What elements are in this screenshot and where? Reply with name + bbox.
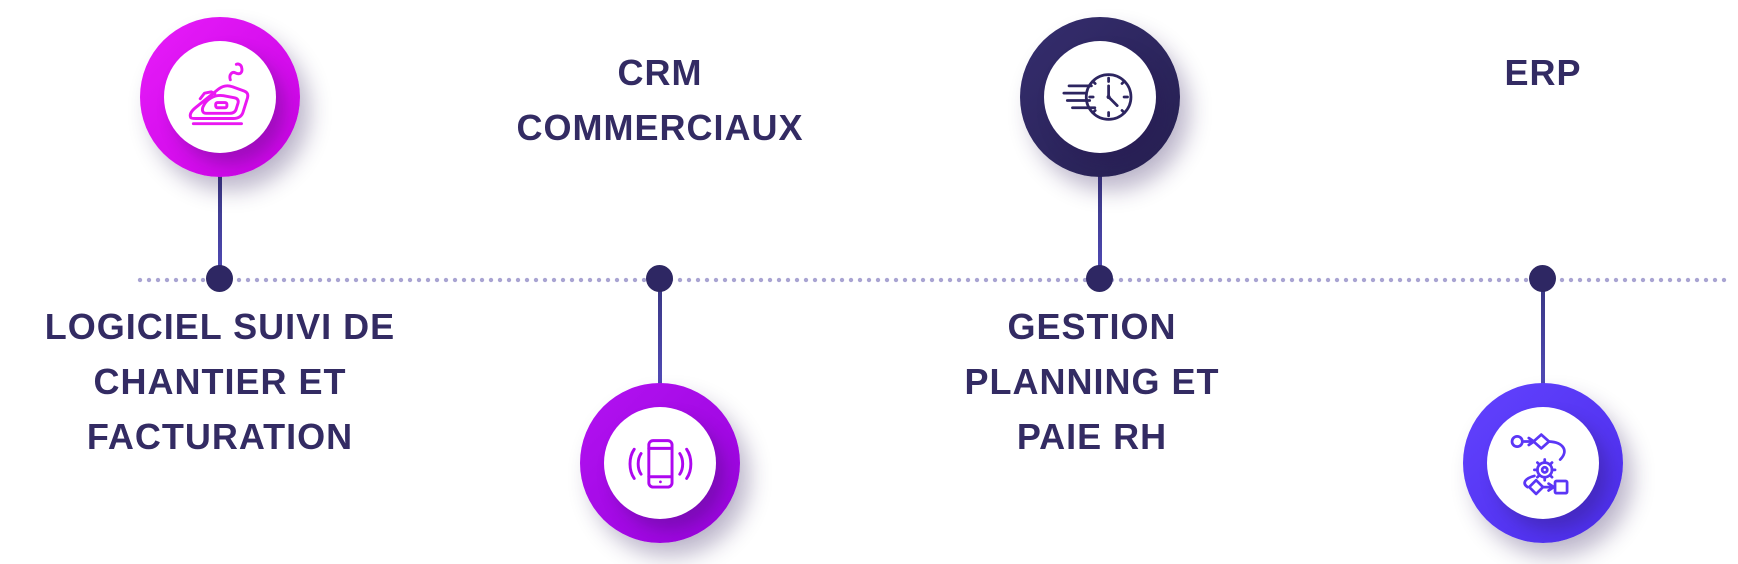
vibrating-phone-icon — [628, 439, 693, 489]
connector-line — [658, 279, 662, 387]
timeline-node-dot — [646, 265, 673, 292]
connector-line — [1541, 279, 1545, 387]
category-badge-crm — [580, 383, 740, 543]
category-label-erp: ERP — [1504, 52, 1582, 93]
category-badge-planning — [1020, 17, 1180, 177]
iron-icon — [188, 62, 250, 126]
category-badge-suivi-chantier — [140, 17, 300, 177]
timeline-dotted-line — [137, 277, 1727, 283]
fast-clock-icon — [1062, 73, 1133, 121]
category-label-planning: GESTION PLANNING ET PAIE RH — [964, 306, 1220, 457]
timeline-node-dot — [1529, 265, 1556, 292]
connector-line — [218, 172, 222, 280]
timeline-node-dot — [206, 265, 233, 292]
workflow-process-icon — [1510, 433, 1569, 496]
connector-line — [1098, 172, 1102, 280]
category-badge-erp — [1463, 383, 1623, 543]
timeline-node-dot — [1086, 265, 1113, 292]
category-label-crm: CRM COMMERCIAUX — [516, 52, 804, 148]
category-label-suivi-chantier: LOGICIEL SUIVI DE CHANTIER ET FACTURATIO… — [44, 306, 396, 457]
